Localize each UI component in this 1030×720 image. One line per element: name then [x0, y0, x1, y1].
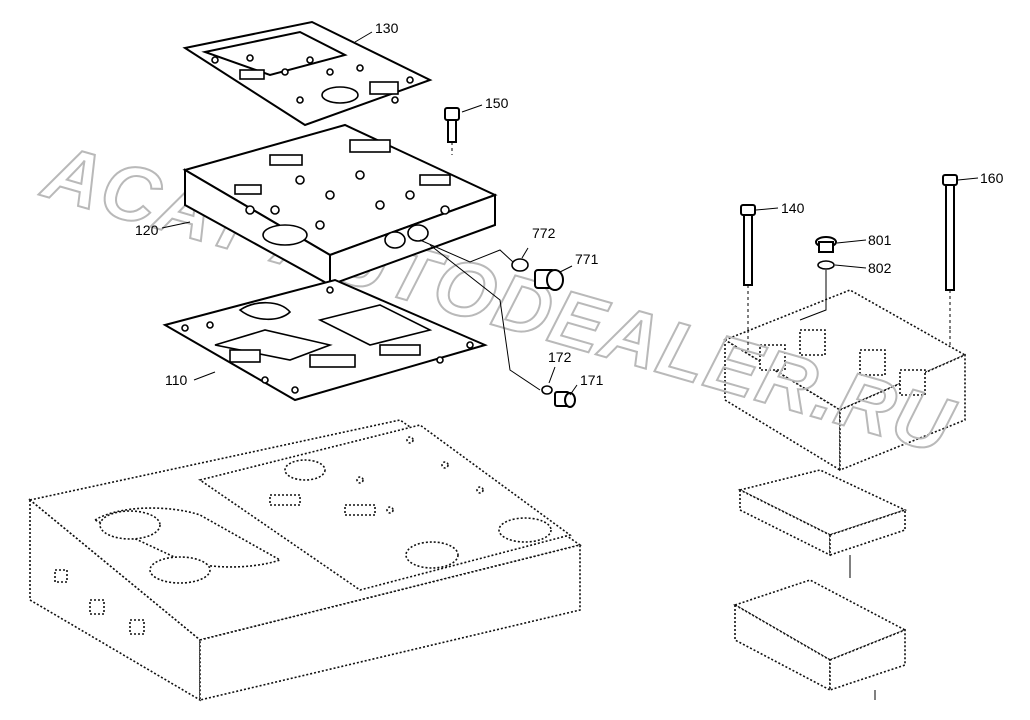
callout-772: 772: [532, 225, 556, 241]
callout-140: 140: [781, 200, 805, 216]
callout-771: 771: [575, 251, 599, 267]
plug-171: [541, 385, 576, 408]
cover-plate: [182, 20, 433, 127]
callout-120: 120: [135, 222, 159, 238]
callout-160: 160: [980, 170, 1004, 186]
leader-lines: [161, 31, 979, 396]
valve-assembly-stack: [723, 289, 967, 700]
bolt-160: [942, 174, 958, 330]
callout-801: 801: [868, 232, 892, 248]
callout-150: 150: [485, 95, 509, 111]
plug-771: [511, 258, 564, 291]
callout-802: 802: [868, 260, 892, 276]
screw-150: [444, 107, 460, 155]
plug-801: [815, 236, 837, 270]
bolt-140: [740, 204, 756, 330]
callout-171: 171: [580, 372, 604, 388]
callout-172: 172: [548, 349, 572, 365]
valve-body: [182, 123, 498, 287]
callout-110: 110: [165, 372, 188, 388]
callout-labels: 130 150 120 772 771 110 172 171 140 160 …: [135, 20, 1004, 388]
transmission-housing: [28, 419, 582, 702]
callout-130: 130: [375, 20, 399, 36]
gasket-plate: [162, 278, 488, 402]
